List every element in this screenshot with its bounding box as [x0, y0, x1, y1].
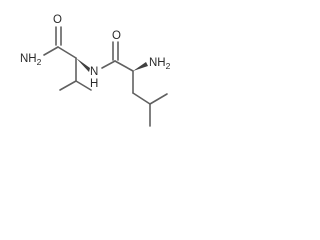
bond-c2-ca2	[114, 60, 134, 72]
bond-cb2-cg3	[132, 92, 151, 105]
atom-label-n2: N	[90, 66, 98, 78]
bond-n2-c2	[101, 60, 116, 69]
atom-label-o1: O	[53, 14, 62, 26]
bond-c1-n1	[43, 46, 59, 56]
bond-cb1-cg1	[59, 80, 77, 91]
bond-cb1-cg2	[75, 80, 92, 91]
atom-label-h2: H	[90, 78, 98, 90]
wedge-ca1-n2	[76, 58, 90, 72]
atom-label-nh2-1: NH2	[20, 53, 42, 67]
atom-label-o2: O	[112, 30, 121, 42]
wedge-ca2-n3	[133, 62, 148, 71]
atom-label-nh2-2: NH2	[149, 57, 171, 71]
molecule-structure: O NH2 N H O NH2	[20, 14, 171, 127]
bond-cg3-cd2	[149, 93, 168, 105]
bond-c1-ca1	[57, 46, 77, 59]
